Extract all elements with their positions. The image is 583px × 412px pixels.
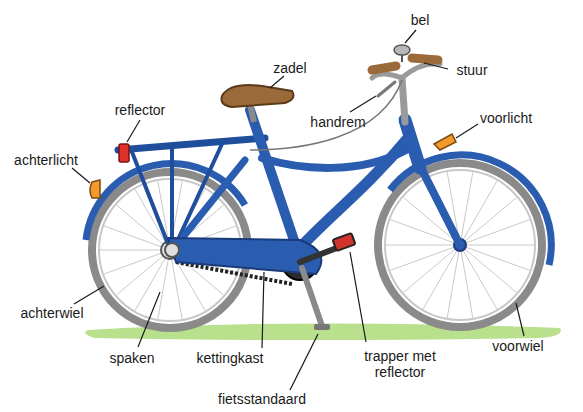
spoke [460,197,517,245]
kickstand [302,268,322,326]
leader-lines [72,30,524,390]
rear-mudguard [86,164,245,240]
spoke [460,220,530,245]
part-label: reflector [115,102,166,118]
spoke [460,245,534,246]
part-label: voorwiel [492,338,543,354]
saddle [221,85,293,107]
reflector [119,144,129,162]
handlebar [250,58,440,150]
part-label: zadel [273,60,306,76]
chain-guard [168,238,321,274]
rear-light [90,180,100,198]
rear-hub [165,243,179,257]
spoke [390,245,460,270]
spoke [100,250,170,251]
front-wheel [378,163,542,327]
part-label: stuur [456,62,487,78]
spoke [386,245,460,246]
pedal [333,233,356,251]
part-label: bel [411,12,430,28]
part-label: spaken [109,350,154,366]
spoke [460,245,530,270]
spoke [104,250,170,274]
spoke [104,226,170,250]
part-label: kettingkast [197,350,264,366]
spoke [460,245,517,293]
bell [394,45,410,62]
part-label: voorlicht [480,110,532,126]
part-label: handrem [310,114,365,130]
spoke [460,245,473,318]
part-label: achterlicht [14,152,78,168]
part-label: achterwiel [20,305,83,321]
spoke [460,181,497,245]
spoke [116,250,170,295]
seatpost [250,104,254,122]
part-label: fietsstandaard [218,391,306,407]
front-light [434,134,456,150]
spoke [403,245,460,293]
spoke [423,245,460,309]
spoke [135,250,170,311]
front-mudguard [390,155,551,265]
part-label: trapper met reflector [354,348,446,380]
kickstand-foot [314,324,330,330]
